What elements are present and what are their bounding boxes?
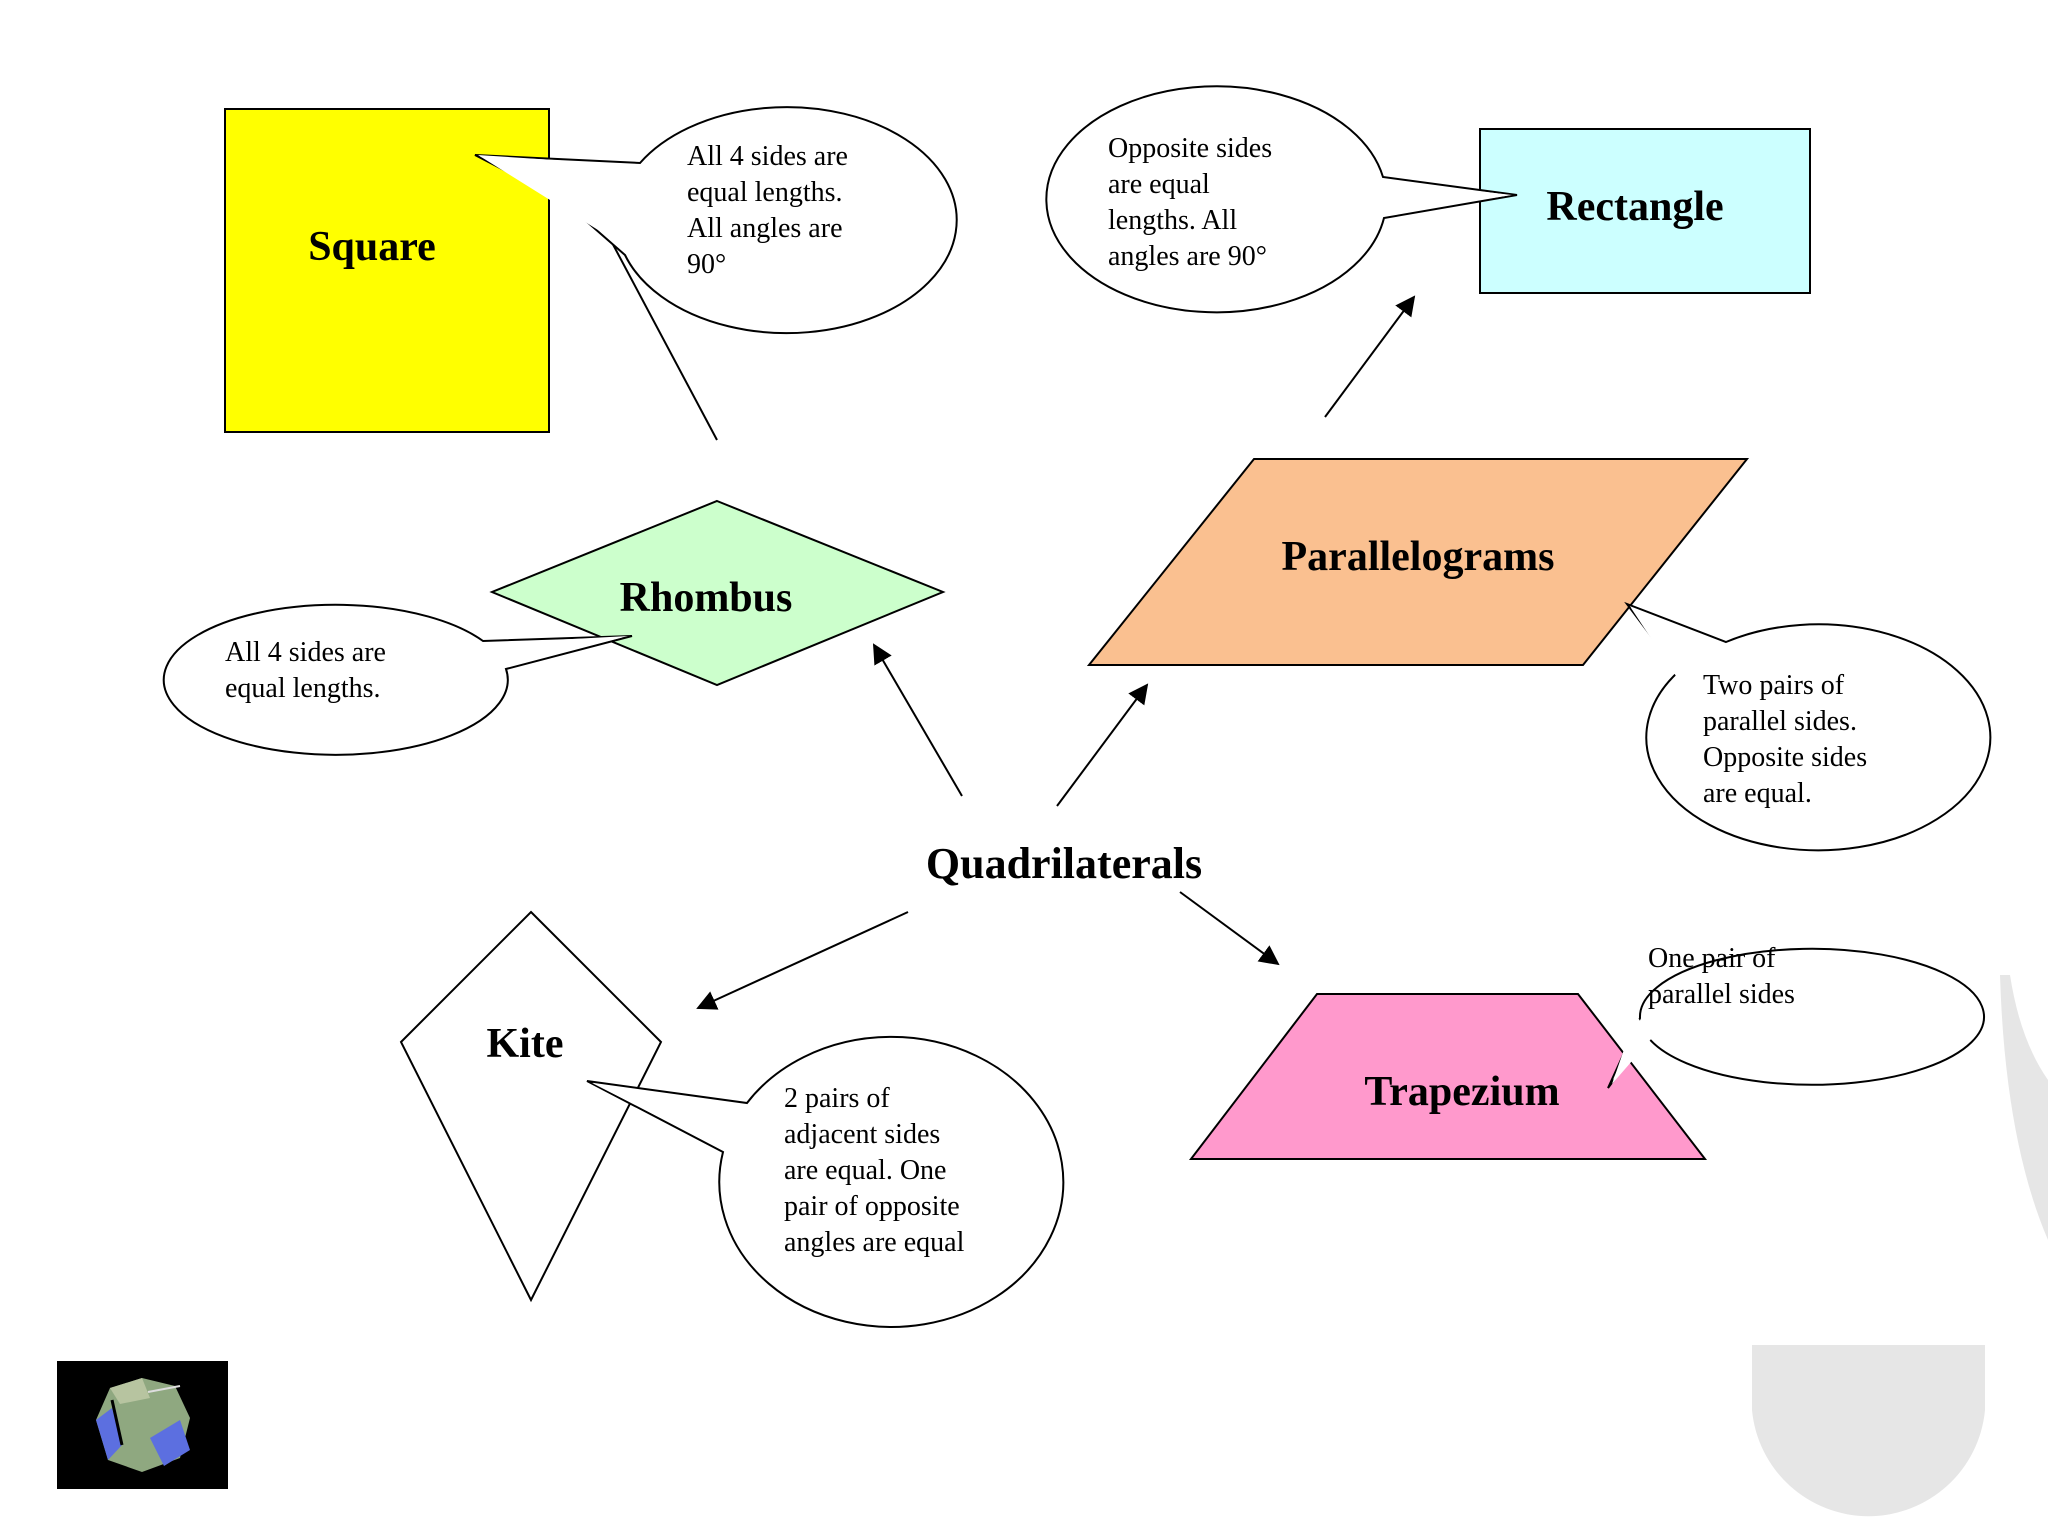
callout-line: equal lengths. <box>225 673 381 704</box>
callout-line: All 4 sides are <box>687 141 848 172</box>
background-semicircle-decoration <box>1752 1345 1985 1517</box>
callout-line: pair of opposite <box>784 1191 960 1222</box>
rhombus-label: Rhombus <box>620 575 793 621</box>
arrow-quadrilaterals-to-trapezium <box>1179 891 1280 966</box>
parallelogram-callout-text: Two pairs of parallel sides. Opposite si… <box>1703 670 1874 809</box>
callout-line: adjacent sides <box>784 1119 940 1150</box>
callout-line: are equal <box>1108 169 1210 200</box>
callout-line: All 4 sides are <box>225 637 386 668</box>
callout-line: All angles are <box>687 213 843 244</box>
callout-line: 90° <box>687 249 726 280</box>
callout-line: angles are 90° <box>1108 241 1267 272</box>
rhombus-shape: Rhombus <box>489 499 946 687</box>
rectangle-shape: Rectangle <box>1479 128 1811 294</box>
trapezium-label: Trapezium <box>1364 1069 1559 1115</box>
callout-line: lengths. All <box>1108 205 1237 236</box>
square-callout: All 4 sides are equal lengths. All angle… <box>474 106 958 335</box>
rectangle-callout-text: Opposite sides are equal lengths. All an… <box>1108 133 1279 272</box>
callout-line: parallel sides. <box>1703 706 1857 737</box>
kite-callout: 2 pairs of adjacent sides are equal. One… <box>586 1035 1065 1328</box>
arrow-parallelogram-to-rectangle <box>1324 295 1416 418</box>
arrow-quadrilaterals-to-parallelogram <box>1056 683 1149 807</box>
callout-line: 2 pairs of <box>784 1083 890 1114</box>
callout-line: are equal. One <box>784 1155 946 1186</box>
square-label: Square <box>308 224 436 270</box>
rectangle-callout: Opposite sides are equal lengths. All an… <box>1045 85 1518 314</box>
trapezium-shape: Trapezium <box>1188 993 1708 1160</box>
callout-line: Opposite sides <box>1108 133 1272 164</box>
callout-line: Two pairs of <box>1703 670 1845 701</box>
arrow-quadrilaterals-to-kite <box>696 911 909 1010</box>
callout-line: Opposite sides <box>1703 742 1867 773</box>
callout-line: are equal. <box>1703 778 1812 809</box>
parallelogram-shape: Parallelograms <box>1086 458 1750 666</box>
rhombus-callout-text: All 4 sides are equal lengths. <box>225 637 393 704</box>
dodecahedron-icon <box>57 1361 228 1489</box>
quadrilaterals-title: Quadrilaterals <box>926 839 1202 888</box>
square-callout-text: All 4 sides are equal lengths. All angle… <box>687 141 855 280</box>
rectangle-label: Rectangle <box>1546 184 1723 230</box>
rhombus-callout: All 4 sides are equal lengths. <box>162 603 633 756</box>
arrow-quadrilaterals-to-rhombus <box>872 643 963 797</box>
parallelogram-label: Parallelograms <box>1282 534 1555 580</box>
trapezium-callout-text: One pair of parallel sides <box>1648 943 1795 1010</box>
callout-line: One pair of <box>1648 943 1776 974</box>
callout-line: equal lengths. <box>687 177 843 208</box>
kite-shape: Kite <box>399 910 663 1303</box>
callout-line: parallel sides <box>1648 979 1795 1010</box>
background-arc-decoration <box>2000 975 2048 1240</box>
kite-callout-text: 2 pairs of adjacent sides are equal. One… <box>784 1083 967 1258</box>
parallelogram-callout: Two pairs of parallel sides. Opposite si… <box>1624 601 1992 852</box>
callout-line: angles are equal <box>784 1227 965 1258</box>
trapezium-callout: One pair of parallel sides <box>1607 943 1985 1089</box>
kite-label: Kite <box>487 1021 564 1067</box>
